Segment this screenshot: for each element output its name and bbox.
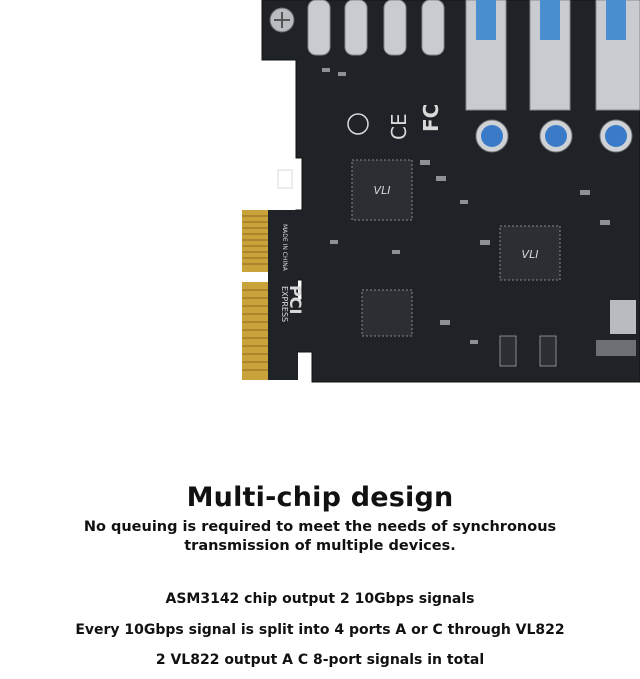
section-heading: Multi-chip design xyxy=(186,482,454,513)
asm3142-chip xyxy=(361,289,413,337)
fc-mark: FC xyxy=(419,104,443,132)
pcie-card-photo: VLI VLI FC CE PCI EXPRESS MADE IN CHINA xyxy=(242,0,640,383)
express-mark: EXPRESS xyxy=(280,286,289,322)
weee-icon xyxy=(277,169,293,189)
spec-line-asm3142: ASM3142 chip output 2 10Gbps signals xyxy=(165,591,475,607)
vl822-chip-2: VLI xyxy=(499,225,561,281)
vl822-chip-1: VLI xyxy=(351,159,413,221)
pcb-silkscreen: PCI EXPRESS MADE IN CHINA xyxy=(277,169,305,322)
spec-line-vl822-split: Every 10Gbps signal is split into 4 port… xyxy=(75,622,565,638)
pcb-board-illustration: VLI VLI FC CE PCI EXPRESS MADE IN CHINA xyxy=(242,0,640,383)
usb-a-ports xyxy=(465,0,640,111)
rohs-icon xyxy=(347,113,369,135)
usb-c-ports xyxy=(307,0,445,56)
capacitors xyxy=(475,119,633,153)
pci-mark: PCI xyxy=(286,285,305,314)
svg-text:VLI: VLI xyxy=(522,248,539,261)
section-subtitle: No queuing is required to meet the needs… xyxy=(60,518,580,556)
made-in-china-mark: MADE IN CHINA xyxy=(281,224,288,272)
spec-line-total-ports: 2 VL822 output A C 8-port signals in tot… xyxy=(155,652,485,668)
ce-mark: CE xyxy=(387,113,411,140)
svg-text:VLI: VLI xyxy=(374,184,391,197)
certification-marks: FC CE xyxy=(347,104,443,140)
pcie-gold-connector xyxy=(242,210,298,380)
bracket-screw xyxy=(269,7,295,33)
subtitle-line-1: No queuing is required to meet the needs… xyxy=(83,519,557,535)
smd-components xyxy=(322,68,636,367)
subtitle-line-2: transmission of multiple devices. xyxy=(184,538,456,554)
